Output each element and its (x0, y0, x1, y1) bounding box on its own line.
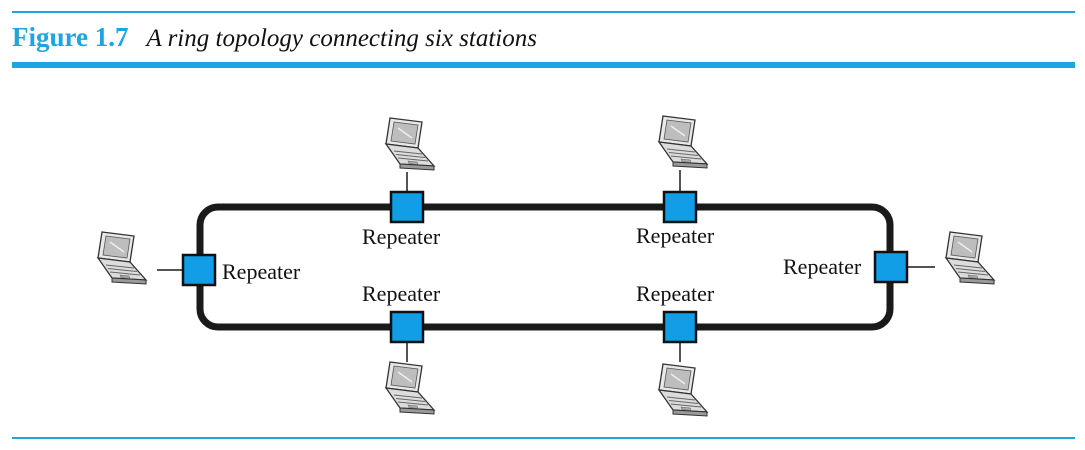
laptop-icon (97, 231, 147, 285)
repeater-label-top-right: Repeater (636, 223, 715, 248)
figure-title: A ring topology connecting six stations (146, 25, 537, 52)
bottom-rule (12, 437, 1075, 439)
repeater-top-right (662, 190, 698, 224)
repeater-left (181, 253, 217, 287)
laptop-icon (385, 361, 435, 415)
figure-caption: Figure 1.7 A ring topology connecting six… (12, 22, 537, 53)
repeater-label-bottom-right: Repeater (636, 281, 715, 306)
repeater-bottom-left (389, 310, 425, 344)
repeater-bottom-right (662, 310, 698, 344)
repeater-label-left: Repeater (222, 259, 301, 284)
repeater-right (873, 250, 909, 284)
top-rule (12, 11, 1075, 13)
laptop-icon (658, 363, 708, 417)
laptop-icon (945, 231, 995, 285)
repeater-label-right: Repeater (783, 254, 862, 279)
header-rule (12, 62, 1075, 68)
repeater-label-top-left: Repeater (362, 224, 441, 249)
laptop-icon (385, 117, 435, 171)
repeater-top-left (389, 190, 425, 224)
repeater-label-bottom-left: Repeater (362, 281, 441, 306)
figure-number: Figure 1.7 (12, 22, 129, 52)
laptop-icon (658, 115, 708, 169)
